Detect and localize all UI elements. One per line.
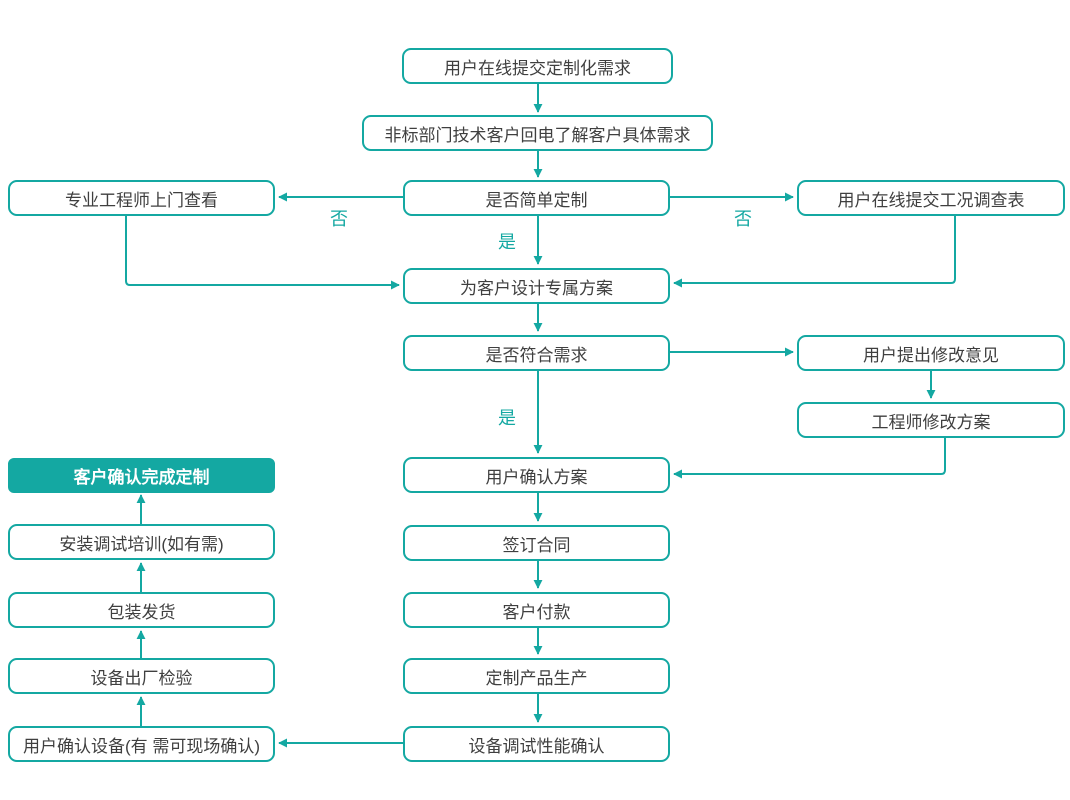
node-meets-needs-decision: 是否符合需求	[403, 335, 670, 371]
node-design-plan: 为客户设计专属方案	[403, 268, 670, 304]
node-callback-detail: 非标部门技术客户回电了解客户具体需求	[362, 115, 713, 151]
node-engineer-revise: 工程师修改方案	[797, 402, 1065, 438]
node-install-training: 安装调试培训(如有需)	[8, 524, 275, 560]
node-factory-inspection: 设备出厂检验	[8, 658, 275, 694]
node-simple-custom-decision: 是否简单定制	[403, 180, 670, 216]
node-production: 定制产品生产	[403, 658, 670, 694]
node-user-confirm-equipment: 用户确认设备(有 需可现场确认)	[8, 726, 275, 762]
edge-label-yes-mid: 是	[496, 228, 518, 254]
edge-label-yes-lower: 是	[496, 404, 518, 430]
edge-visit-to-design	[125, 215, 400, 290]
edge-revise-to-confirm	[673, 437, 946, 479]
node-user-confirm-plan: 用户确认方案	[403, 457, 670, 493]
node-submit-survey: 用户在线提交工况调查表	[797, 180, 1065, 216]
node-user-feedback: 用户提出修改意见	[797, 335, 1065, 371]
edge-label-no-right: 否	[732, 205, 754, 231]
node-confirm-complete: 客户确认完成定制	[8, 458, 275, 493]
node-engineer-visit: 专业工程师上门查看	[8, 180, 275, 216]
node-customer-payment: 客户付款	[403, 592, 670, 628]
node-submit-requirement: 用户在线提交定制化需求	[402, 48, 673, 84]
node-packing-shipping: 包装发货	[8, 592, 275, 628]
edge-label-no-left: 否	[328, 205, 350, 231]
node-sign-contract: 签订合同	[403, 525, 670, 561]
edge-survey-to-design	[673, 215, 956, 288]
node-debug-confirm: 设备调试性能确认	[403, 726, 670, 762]
